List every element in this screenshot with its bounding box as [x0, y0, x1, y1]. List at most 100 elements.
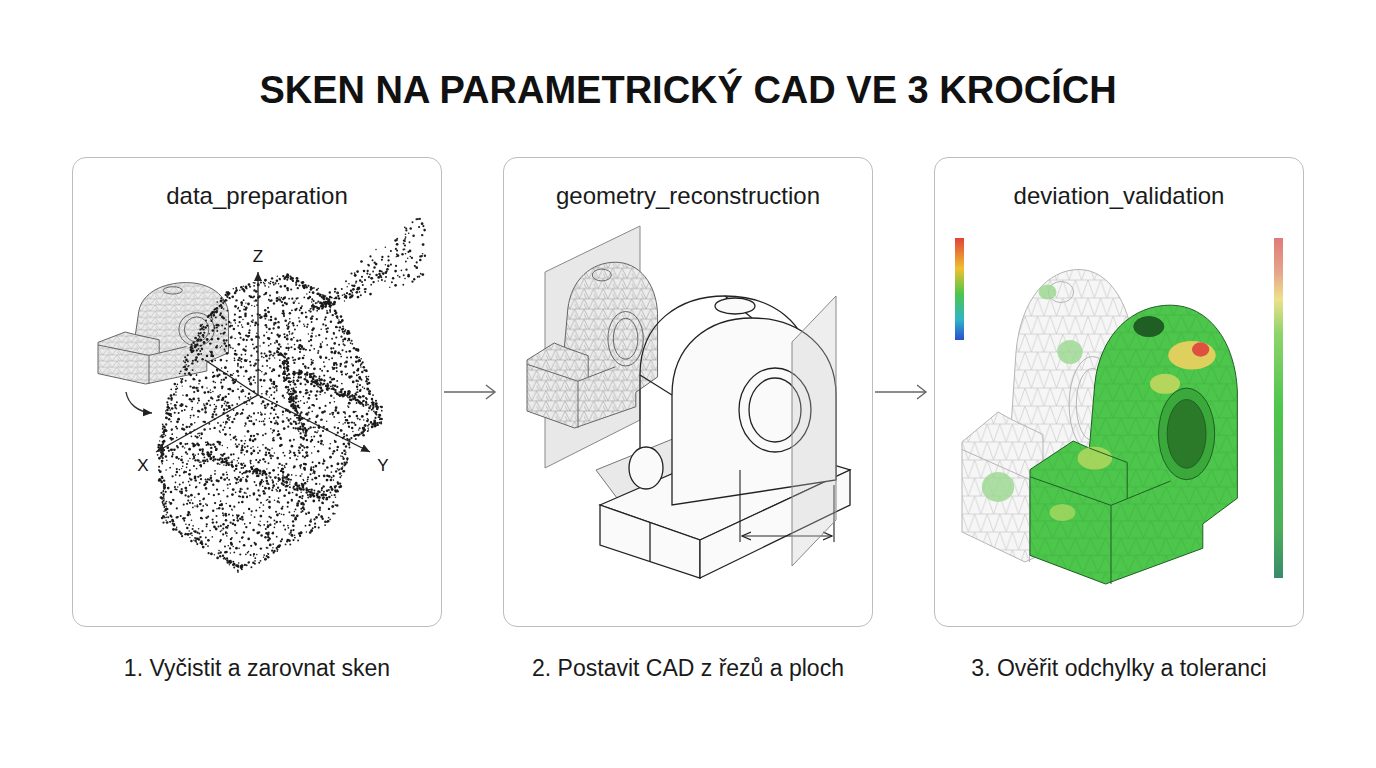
scan-point: [225, 551, 227, 553]
scan-point: [317, 441, 319, 443]
scan-point: [326, 479, 329, 482]
scan-point: [253, 435, 255, 437]
scan-point: [236, 412, 239, 415]
scan-point: [329, 376, 331, 378]
scan-point: [255, 419, 257, 421]
scan-point: [186, 406, 188, 408]
scan-point: [318, 462, 320, 464]
scan-point: [295, 494, 298, 497]
scan-point: [289, 450, 291, 452]
scan-point: [286, 325, 288, 327]
scan-point: [311, 298, 313, 300]
scan-point: [293, 362, 295, 364]
scan-point: [212, 510, 214, 512]
scan-point: [276, 514, 279, 517]
scan-point: [296, 380, 299, 383]
scan-point: [181, 403, 183, 405]
scan-point: [340, 455, 342, 457]
scan-point: [328, 359, 330, 361]
scan-point: [337, 427, 339, 429]
scan-point: [213, 375, 215, 377]
scan-point: [262, 485, 263, 486]
scan-point: [232, 546, 234, 548]
scan-point: [311, 478, 313, 480]
scan-point: [310, 440, 312, 442]
scan-point: [269, 472, 271, 474]
scan-point: [313, 300, 315, 302]
scan-point: [270, 421, 272, 423]
scan-point: [182, 424, 184, 426]
scan-point: [286, 417, 288, 419]
scan-point: [212, 521, 214, 523]
scan-point: [284, 455, 286, 457]
scan-point: [307, 476, 309, 478]
scan-point: [222, 508, 224, 510]
scan-point: [211, 398, 213, 400]
scan-point: [321, 389, 324, 392]
scan-point: [257, 433, 259, 435]
scan-point: [220, 500, 222, 502]
scan-point: [237, 325, 239, 327]
scan-point: [285, 481, 288, 484]
scan-point: [364, 388, 366, 390]
scan-point: [238, 562, 240, 564]
scan-point: [344, 416, 346, 418]
scan-point: [231, 493, 234, 496]
scan-point: [221, 387, 223, 389]
scan-point: [319, 483, 320, 484]
scan-point: [176, 471, 179, 474]
scan-point: [324, 366, 326, 368]
scan-point: [277, 501, 279, 503]
scan-point: [200, 461, 202, 463]
scan-point: [314, 477, 316, 479]
scan-point: [359, 427, 361, 429]
scan-point: [208, 333, 209, 334]
scan-point: [288, 298, 290, 300]
scan-point: [226, 557, 228, 559]
scan-point: [230, 439, 231, 440]
scan-point: [223, 408, 226, 411]
scan-point: [347, 442, 350, 445]
scan-point: [212, 381, 214, 383]
scan-point: [292, 524, 295, 527]
scan-point: [259, 379, 262, 382]
scan-point: [252, 423, 255, 426]
scan-point: [212, 413, 215, 416]
scan-point: [235, 465, 236, 466]
scan-point: [320, 328, 322, 330]
scan-point: [340, 353, 342, 355]
scan-point: [206, 402, 209, 405]
scan-point: [268, 345, 270, 347]
scan-point: [341, 383, 343, 385]
scan-point: [302, 363, 304, 365]
scan-point: [283, 427, 286, 430]
scan-point: [333, 397, 335, 399]
scan-point: [250, 435, 253, 438]
scan-point: [171, 433, 173, 435]
scan-point: [270, 517, 272, 519]
scan-point: [260, 502, 262, 504]
scan-point: [267, 526, 269, 528]
scan-point: [259, 421, 261, 423]
scan-point: [185, 405, 187, 407]
scan-point: [299, 496, 302, 499]
scan-point: [297, 456, 299, 458]
scan-point: [252, 529, 255, 532]
scan-point: [197, 476, 199, 478]
scan-point: [239, 541, 241, 543]
scan-point: [325, 324, 327, 326]
scan-point: [177, 418, 180, 421]
scan-point: [317, 386, 319, 388]
scan-point: [344, 422, 346, 424]
scan-point: [290, 338, 293, 341]
scan-point: [309, 426, 311, 428]
scan-point: [264, 413, 266, 415]
scan-point: [306, 454, 309, 457]
scan-point: [280, 285, 282, 287]
scan-point: [225, 345, 227, 347]
scan-point: [206, 441, 208, 443]
scan-point: [228, 545, 230, 547]
scan-point: [297, 287, 299, 289]
scan-point: [166, 459, 168, 461]
scan-point: [293, 301, 295, 303]
